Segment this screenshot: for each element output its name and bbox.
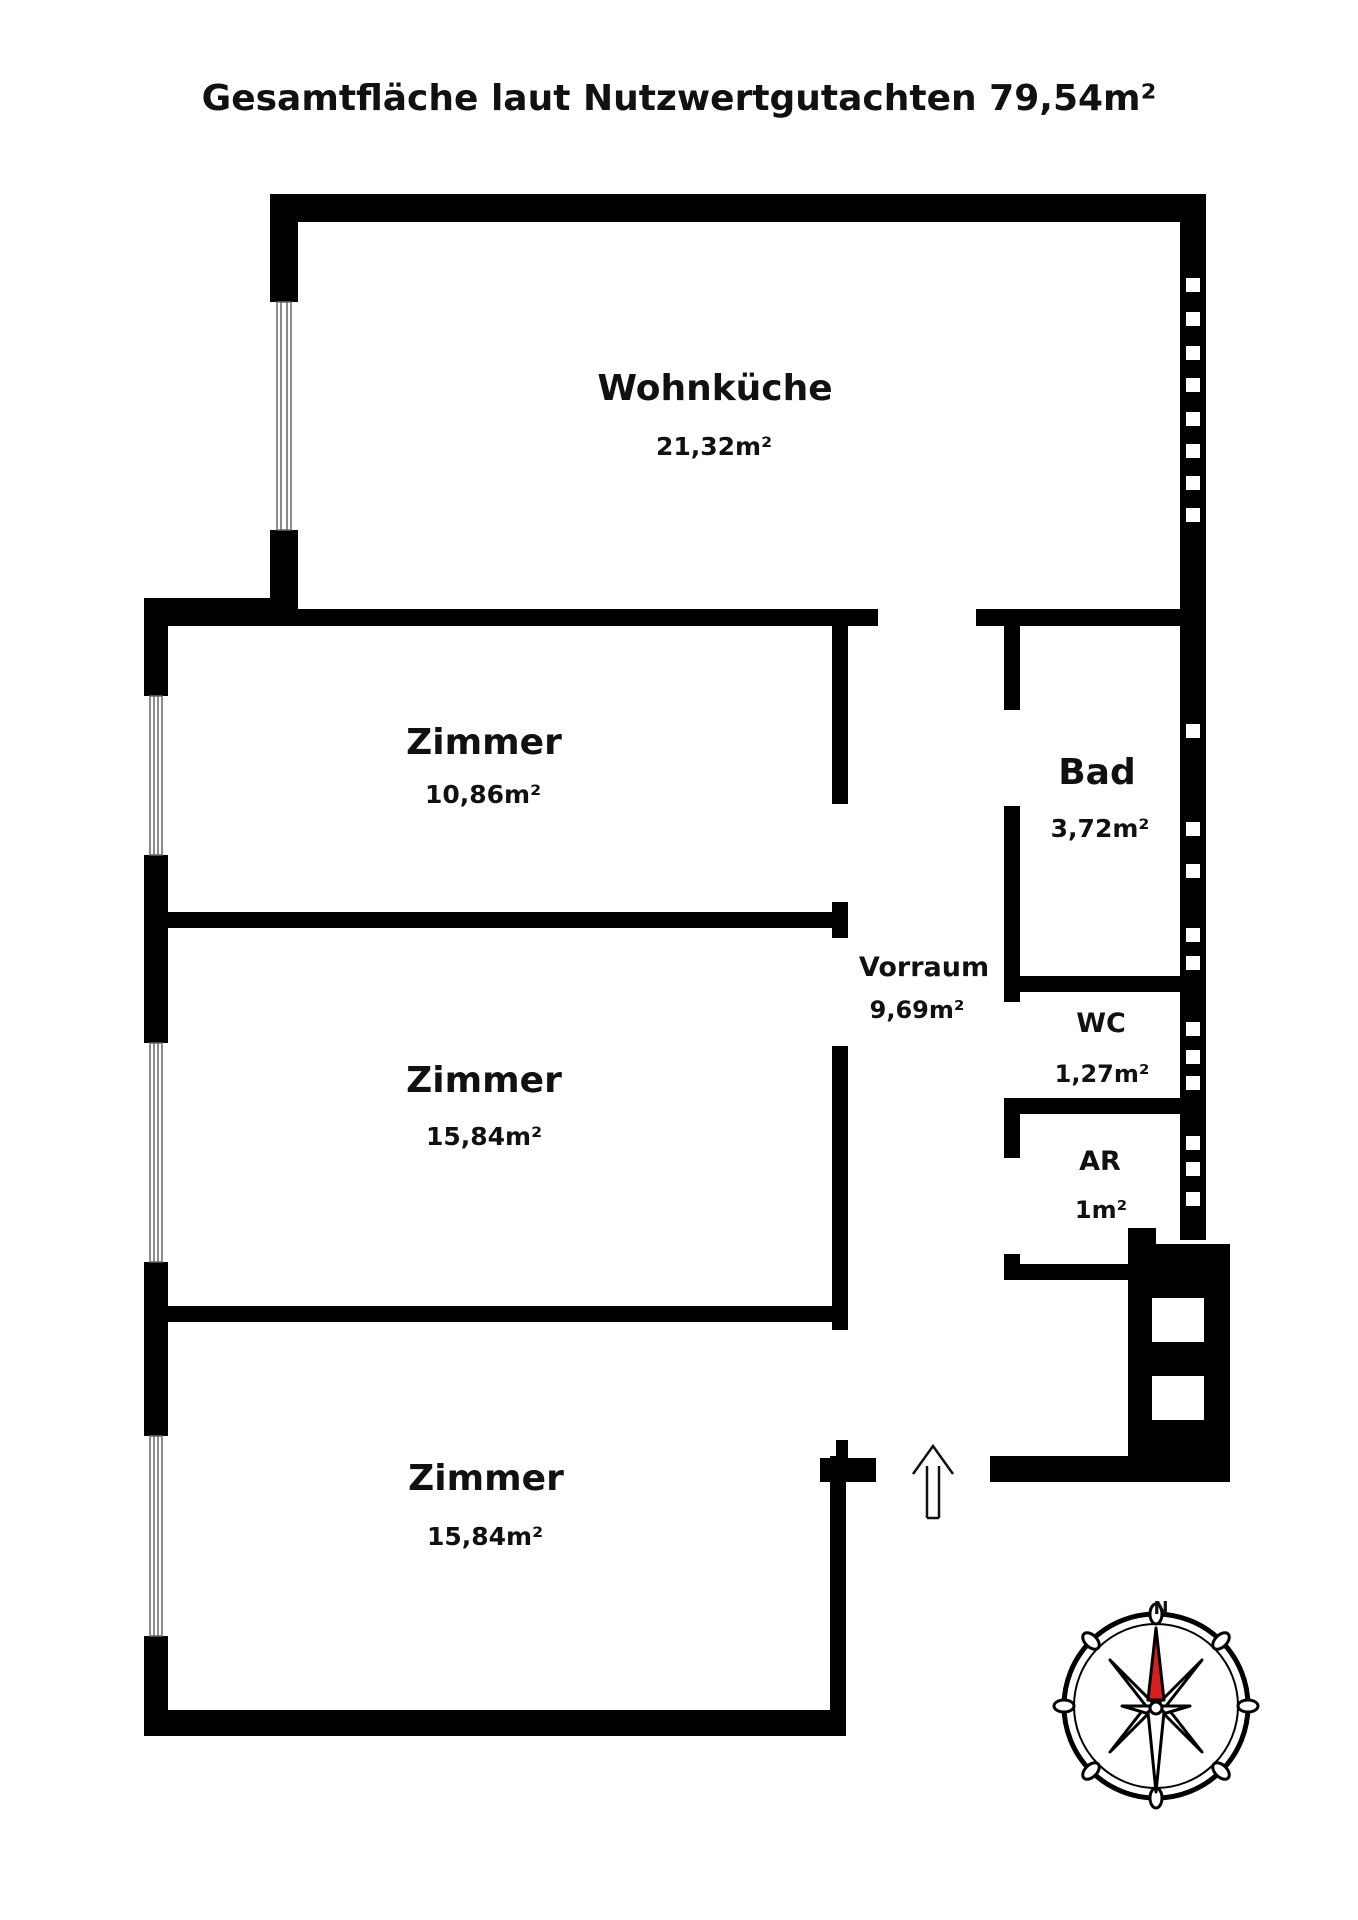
room-name-zimmer-3: Zimmer: [408, 1458, 564, 1499]
room-name-zimmer-2: Zimmer: [406, 1060, 562, 1101]
entrance-arrow: [911, 1443, 955, 1520]
room-area-vorraum: 9,69m²: [869, 996, 965, 1024]
room-area-zimmer-1: 10,86m²: [424, 780, 542, 809]
room-area-zimmer-3: 15,84m²: [426, 1522, 544, 1551]
room-name-zimmer-1: Zimmer: [406, 722, 562, 763]
plan-title: Gesamtfläche laut Nutzwertgutachten 79,5…: [201, 78, 1157, 119]
room-area-bad: 3,72m²: [1050, 814, 1150, 843]
walls: [144, 194, 1230, 1736]
room-name-ar: AR: [1079, 1146, 1121, 1177]
room-area-wohnkueche: 21,32m²: [655, 432, 773, 461]
room-name-bad: Bad: [1058, 752, 1136, 793]
room-area-wc: 1,27m²: [1054, 1060, 1150, 1088]
left-windows: [149, 301, 292, 1637]
room-name-wohnkueche: Wohnküche: [597, 368, 833, 409]
compass-needle: [1146, 1626, 1166, 1702]
room-area-zimmer-2: 15,84m²: [425, 1122, 543, 1151]
room-name-wc: WC: [1076, 1008, 1126, 1039]
room-name-vorraum: Vorraum: [858, 952, 990, 983]
room-area-ar: 1m²: [1074, 1196, 1128, 1224]
right-wall-windows: [1186, 278, 1200, 1206]
compass: [1052, 1602, 1260, 1810]
shaft-openings: [1152, 1298, 1204, 1420]
compass-north-label: N: [1153, 1598, 1169, 1619]
